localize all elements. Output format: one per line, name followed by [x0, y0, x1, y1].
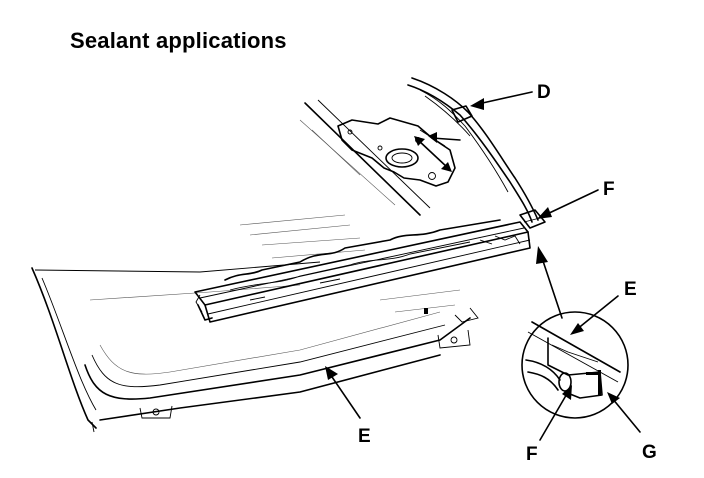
bracket-arrows — [414, 132, 461, 172]
callout-e-detail: E — [624, 279, 637, 300]
callout-f-bottom: F — [526, 444, 538, 465]
drain-hoses — [407, 77, 546, 229]
callout-f-top: F — [603, 179, 615, 200]
body-frame — [31, 99, 479, 433]
detail-circle — [521, 311, 629, 419]
callout-e-bottom: E — [358, 426, 371, 447]
leader-arrows — [325, 91, 641, 441]
callout-d: D — [537, 82, 551, 103]
callout-g: G — [642, 442, 657, 463]
page-title: Sealant applications — [70, 28, 287, 53]
sunroof-rail — [194, 219, 531, 323]
